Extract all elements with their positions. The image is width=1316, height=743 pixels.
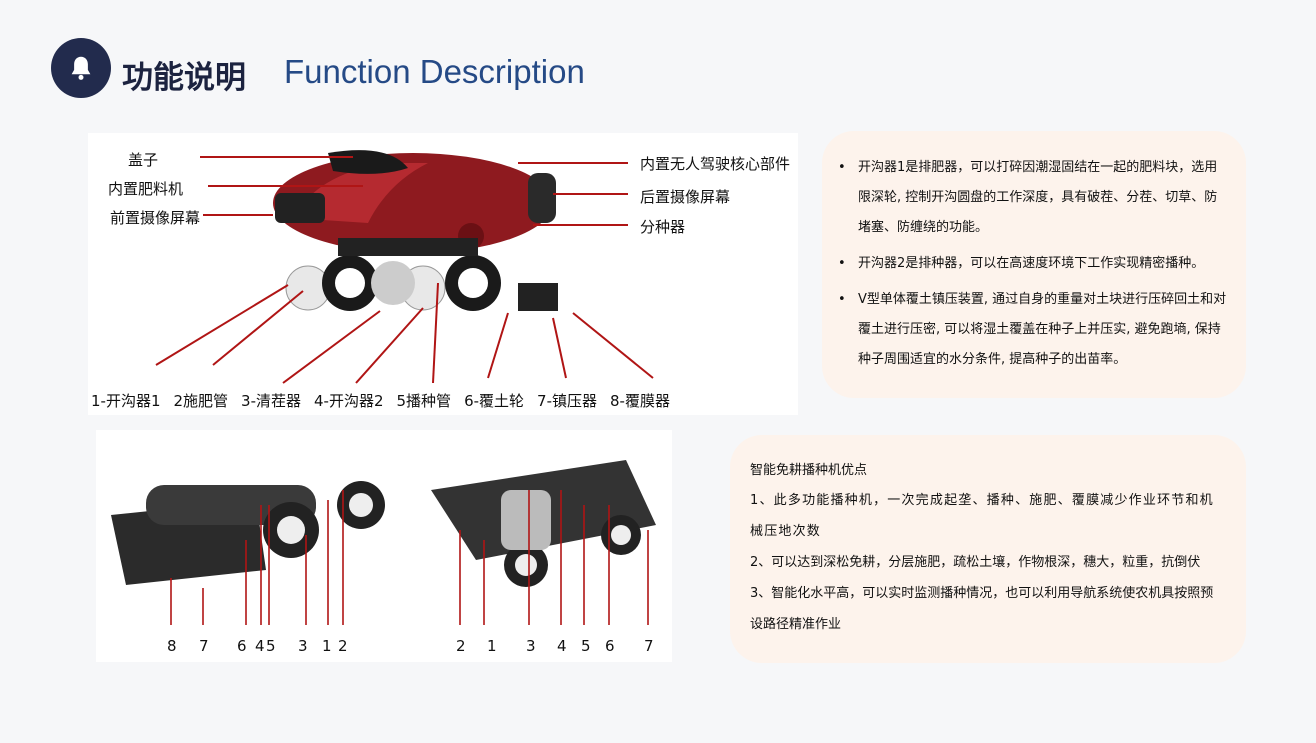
callout-number: 6 <box>605 637 615 655</box>
bell-icon <box>51 38 111 98</box>
page-title: 功能说明 <box>122 60 246 96</box>
callout-number: 2 <box>456 637 466 655</box>
part-label: 8-覆膜器 <box>610 392 670 410</box>
label-fertilizer-unit: 内置肥料机 <box>108 180 184 198</box>
seeder-overview-figure: 盖子 内置肥料机 前置摄像屏幕 内置无人驾驶核心部件 后置摄像屏幕 分种器 1-… <box>88 133 798 415</box>
part-label: 1-开沟器1 <box>91 392 161 410</box>
page-subtitle: Function Description <box>284 53 585 90</box>
advantage-item: 3、智能化水平高，可以实时监测播种情况，也可以利用导航系统使农机具按照预设路径精… <box>750 586 1214 632</box>
label-seed-divider: 分种器 <box>640 218 686 236</box>
feature-item: V型单体覆土镇压装置, 通过自身的重量对土块进行压碎回土和对覆土进行压密, 可以… <box>822 285 1230 375</box>
part-label: 4-开沟器2 <box>314 392 384 410</box>
callout-number: 5 <box>266 637 276 655</box>
callout-number: 7 <box>644 637 654 655</box>
part-label: 5播种管 <box>396 392 452 410</box>
label-lid: 盖子 <box>128 151 159 169</box>
label-rear-camera: 后置摄像屏幕 <box>640 188 731 206</box>
seeder-detail-figure <box>96 430 672 662</box>
feature-item: 开沟器1是排肥器，可以打碎因潮湿固结在一起的肥料块，选用限深轮, 控制开沟圆盘的… <box>822 153 1230 243</box>
part-label: 2施肥管 <box>173 392 229 410</box>
part-label: 3-清茬器 <box>241 392 302 410</box>
callout-number: 1 <box>487 637 497 655</box>
features-panel: 开沟器1是排肥器，可以打碎因潮湿固结在一起的肥料块，选用限深轮, 控制开沟圆盘的… <box>822 131 1246 398</box>
callout-number: 4 <box>255 637 265 655</box>
part-label: 6-覆土轮 <box>464 392 525 410</box>
label-core-unit: 内置无人驾驶核心部件 <box>640 155 791 173</box>
callout-number: 4 <box>557 637 567 655</box>
component-legend: 1-开沟器1 2施肥管 3-清茬器 4-开沟器2 5播种管 6-覆土轮 7-镇压… <box>91 390 670 411</box>
callout-number: 6 <box>237 637 247 655</box>
callout-number: 7 <box>199 637 209 655</box>
advantages-title: 智能免耕播种机优点 <box>750 463 868 478</box>
callout-number: 1 <box>322 637 332 655</box>
seeder-detail-illustration <box>111 460 656 625</box>
label-front-camera: 前置摄像屏幕 <box>110 209 201 227</box>
part-label: 7-镇压器 <box>537 392 597 410</box>
callout-number: 3 <box>298 637 308 655</box>
callout-number: 3 <box>526 637 536 655</box>
advantages-panel: 智能免耕播种机优点 1、此多功能播种机，一次完成起垄、播种、施肥、覆膜减少作业环… <box>730 435 1246 663</box>
advantage-item: 2、可以达到深松免耕，分层施肥，疏松土壤，作物根深，穗大，粒重，抗倒伏 <box>750 555 1201 570</box>
seeder-illustration <box>155 150 654 384</box>
advantage-item: 1、此多功能播种机，一次完成起垄、播种、施肥、覆膜减少作业环节和机械压地次数 <box>750 493 1214 539</box>
callout-number: 8 <box>167 637 177 655</box>
feature-item: 开沟器2是排种器，可以在高速度环境下工作实现精密播种。 <box>822 249 1230 279</box>
callout-number: 2 <box>338 637 348 655</box>
callout-number: 5 <box>581 637 591 655</box>
